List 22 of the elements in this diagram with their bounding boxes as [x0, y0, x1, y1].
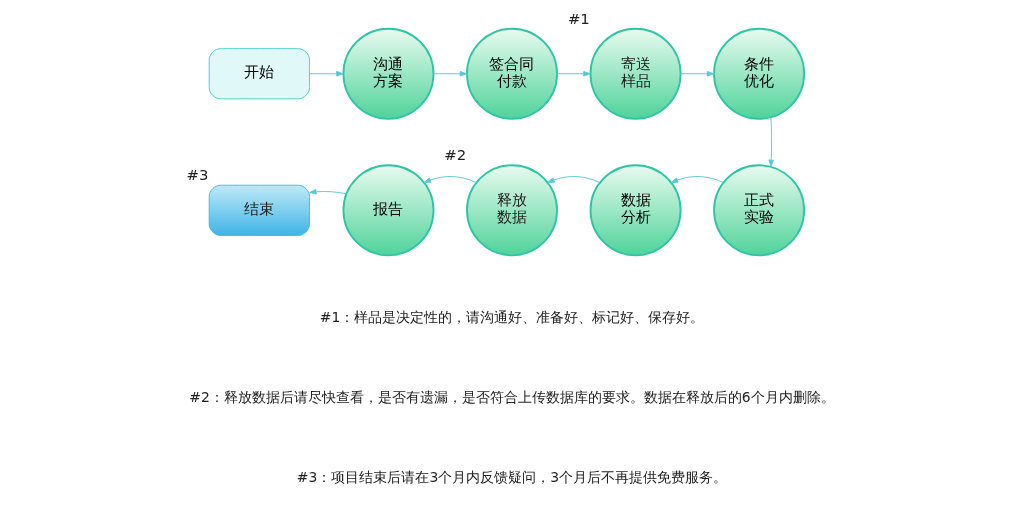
- arrow: [433, 71, 468, 77]
- arrow: [309, 71, 344, 77]
- arrow: [556, 71, 591, 77]
- node-circle: 条件优化: [713, 27, 806, 120]
- arrow: [423, 176, 477, 183]
- node-circle: 正式实验: [713, 164, 806, 257]
- arrow: [547, 176, 601, 183]
- arrow: [680, 71, 715, 77]
- node-label: #1: [567, 9, 590, 28]
- arrow: [768, 116, 774, 168]
- arrow: [309, 189, 347, 195]
- label: #1：样品是决定性的，请沟通好、准备好、标记好、保存好。: [319, 308, 705, 325]
- node-circle: 签合同付款: [466, 27, 558, 120]
- node-box: 结束: [208, 184, 310, 236]
- node-circle: 沟通方案: [342, 27, 435, 120]
- label: #3：项目结束后请在3个月内反馈疑问，3个月后不再提供免费服务。: [296, 468, 728, 485]
- arrow: [670, 176, 724, 183]
- node-box: 开始: [208, 48, 310, 100]
- node-label: #2: [444, 146, 467, 165]
- node-circle: 寄送样品: [589, 27, 682, 120]
- node-label: #3: [186, 166, 209, 185]
- label: #2：释放数据后请尽快查看，是否有遗漏，是否符合上传数据库的要求。数据在释放后的6个月内删除。: [189, 388, 835, 405]
